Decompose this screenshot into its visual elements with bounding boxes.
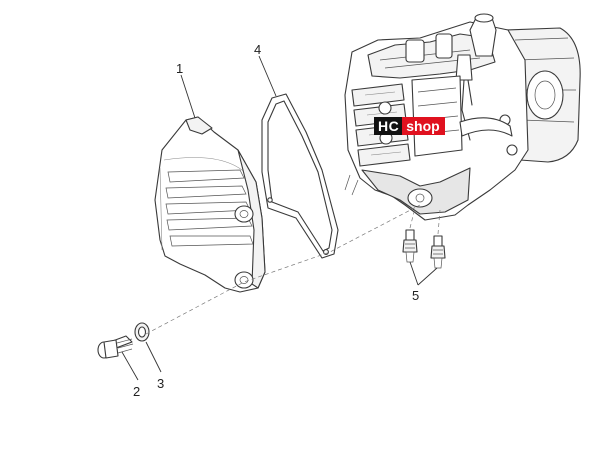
callout-4: 4 bbox=[254, 42, 261, 57]
logo-suffix: shop bbox=[402, 117, 445, 135]
callout-leaders bbox=[121, 55, 438, 381]
callout-3: 3 bbox=[157, 376, 164, 391]
spark-plug-left bbox=[402, 229, 418, 263]
valve-cover-gasket bbox=[261, 93, 339, 259]
assembly-guide-lines bbox=[145, 204, 441, 335]
hc-shop-logo: HC shop bbox=[374, 117, 445, 135]
valve-cover bbox=[154, 116, 266, 293]
spark-plugs bbox=[402, 229, 446, 269]
washer bbox=[134, 322, 150, 342]
spark-plug-right bbox=[430, 235, 446, 269]
callout-5: 5 bbox=[412, 288, 419, 303]
screw bbox=[97, 335, 134, 359]
logo-prefix: HC bbox=[374, 117, 403, 135]
callout-1: 1 bbox=[176, 61, 183, 76]
callout-2: 2 bbox=[133, 384, 140, 399]
